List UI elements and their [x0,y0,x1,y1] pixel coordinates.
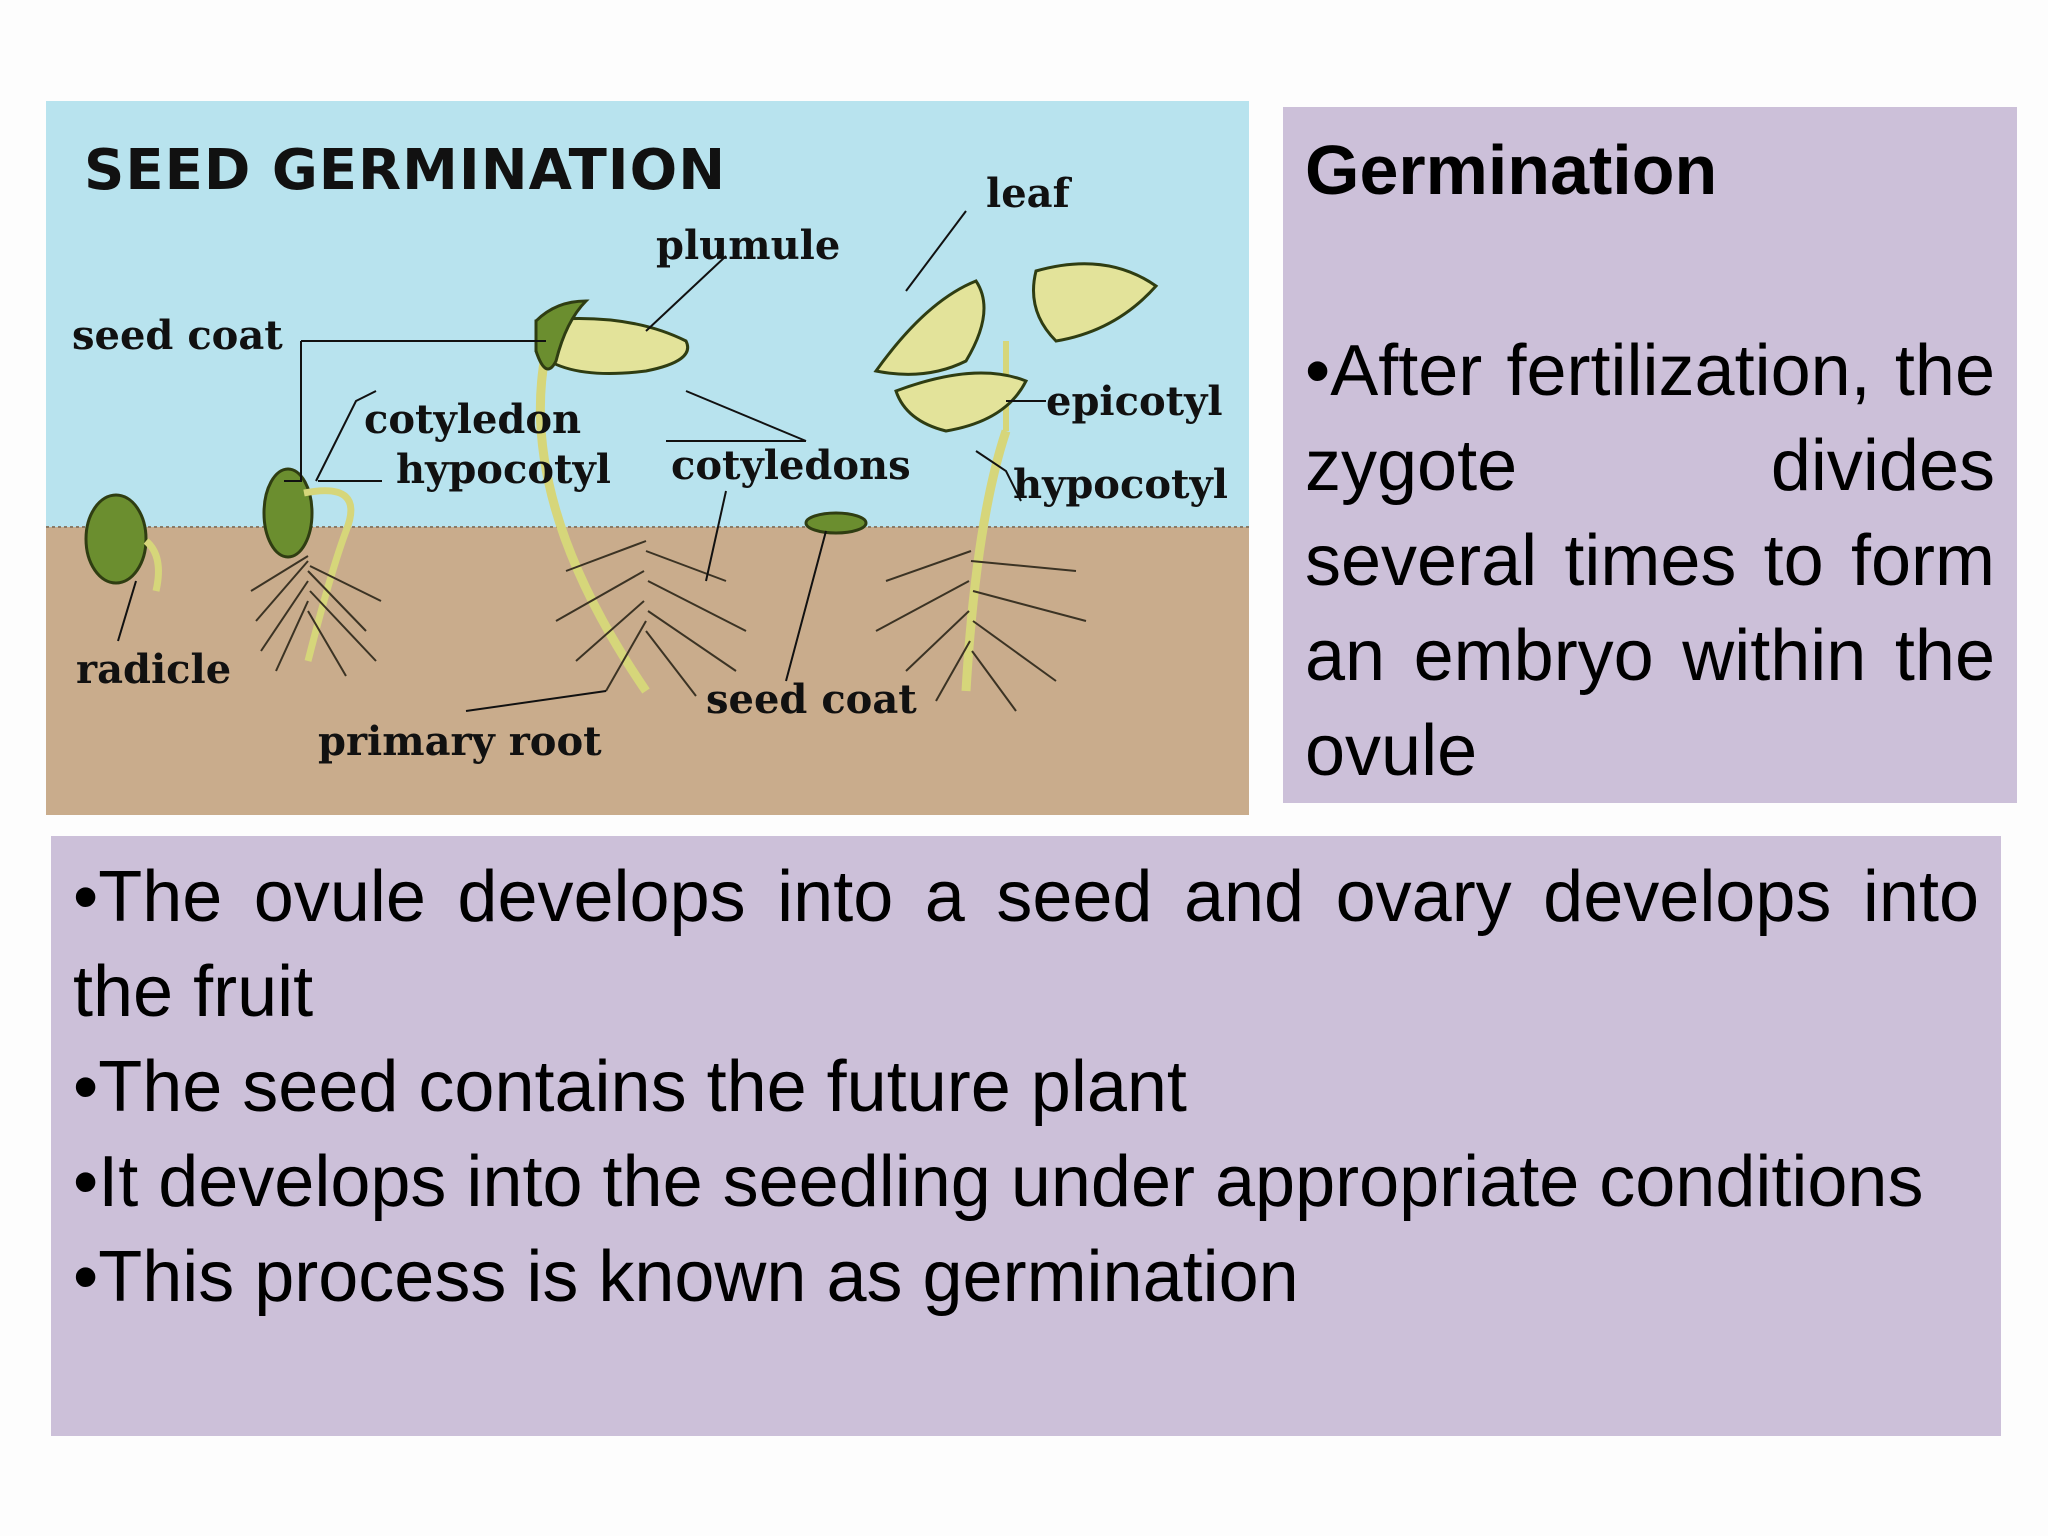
soil-background [46,527,1249,815]
bullet-item: •It develops into the seedling under app… [73,1142,1924,1222]
stage-plumule-seedling-icon [534,299,747,697]
bullet-item: •This process is known as germination [73,1237,1299,1317]
label-leaf: leaf [986,170,1073,217]
label-hypocotyl-left: hypocotyl [396,446,611,493]
label-radicle: radicle [76,646,231,693]
label-seed-coat-bottom: seed coat [706,676,917,723]
germination-bullets-box: •The ovule develops into a seed and ovar… [51,836,2001,1436]
label-hypocotyl-right: hypocotyl [1013,461,1228,508]
label-epicotyl: epicotyl [1046,378,1223,425]
label-cotyledon: cotyledon [364,396,581,443]
info-text: •After fertilization, the zygote divides… [1305,331,1995,791]
figure-title: SEED GERMINATION [84,138,726,203]
germination-info-box: Germination •After fertilization, the zy… [1283,107,2017,803]
info-title: Germination [1305,131,1718,209]
leader-lines [284,210,1046,712]
bullet-item: •The ovule develops into a seed and ovar… [73,857,1979,1032]
label-plumule: plumule [656,222,840,269]
stage-full-seedling-icon [873,262,1159,712]
label-cotyledons: cotyledons [671,442,911,489]
bullet-item: •The seed contains the future plant [73,1047,1187,1127]
label-primary-root: primary root [318,718,602,765]
seed-germination-illustration: SEED GERMINATION [46,101,1249,815]
stage-early-seedling-icon [250,467,382,677]
seed-coat-shell-icon [804,511,868,535]
stage-seed-icon [84,493,162,642]
label-seed-coat-top: seed coat [72,312,283,359]
